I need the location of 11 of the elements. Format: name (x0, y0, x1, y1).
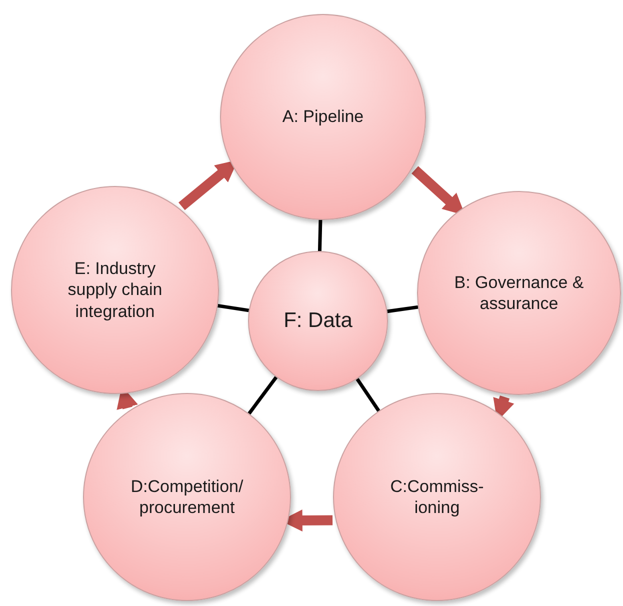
connector-line (356, 378, 380, 412)
node-label: F: Data (282, 308, 354, 334)
connector-line (318, 220, 322, 252)
node-label: A: Pipeline (281, 106, 365, 128)
node-label: E: Industry supply chain integration (66, 258, 164, 322)
connector-line (387, 305, 418, 314)
node-label: B: Governance & assurance (453, 272, 585, 314)
connector-line (248, 376, 278, 415)
node-label: C:Commiss- ioning (389, 476, 485, 518)
node-label: D:Competition/ procurement (130, 476, 244, 518)
connector-line (218, 304, 250, 312)
